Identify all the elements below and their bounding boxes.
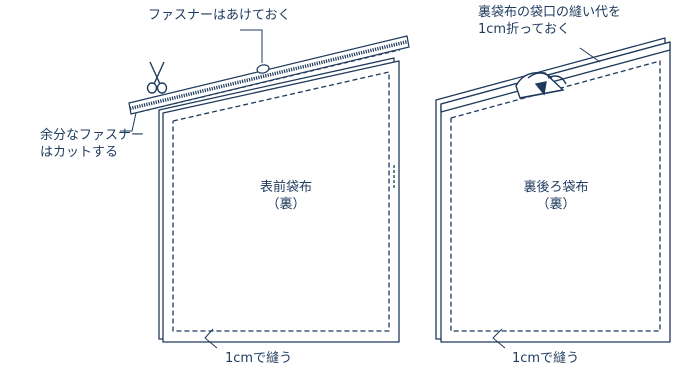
right-piece-side: （裏） [536, 197, 576, 212]
left-leaders [120, 29, 263, 349]
fold-note-line1: 裏袋布の袋口の縫い代を [478, 5, 622, 20]
zipper-tape [128, 35, 410, 115]
left-bag-panel [158, 57, 400, 343]
left-piece-side: （裏） [266, 197, 306, 212]
right-leaders [492, 47, 601, 349]
right-sew-leader [492, 328, 506, 349]
right-bag-panel [435, 37, 671, 343]
cut-note-line1: 余分なファスナー [40, 128, 145, 143]
fold-note-line2: 1cm折っておく [478, 22, 571, 37]
zipper-note: ファスナーはあけておく [148, 8, 291, 23]
fold-note-leader [579, 47, 601, 63]
right-piece-name: 裏後ろ袋布 [523, 180, 589, 195]
left-piece-name: 表前袋布 [259, 180, 312, 195]
cut-note-leader [120, 112, 137, 132]
zipper [128, 35, 410, 115]
zipper-slider [256, 64, 270, 74]
iron-icon [515, 71, 567, 99]
scissors-icon [146, 61, 168, 94]
right-sew-note: 1cmで縫う [512, 351, 580, 366]
left-sew-note: 1cmで縫う [225, 351, 293, 366]
zipper-note-leader [240, 29, 263, 63]
left-sew-leader [204, 328, 218, 349]
left-front-layer [162, 60, 400, 343]
right-stitch-line [450, 60, 661, 332]
zipper-teeth [129, 39, 409, 111]
left-stitch-line [172, 71, 390, 332]
zipper-stitch [139, 49, 401, 113]
cut-note-line2: はカットする [40, 145, 119, 160]
right-fold-strip [440, 41, 671, 113]
